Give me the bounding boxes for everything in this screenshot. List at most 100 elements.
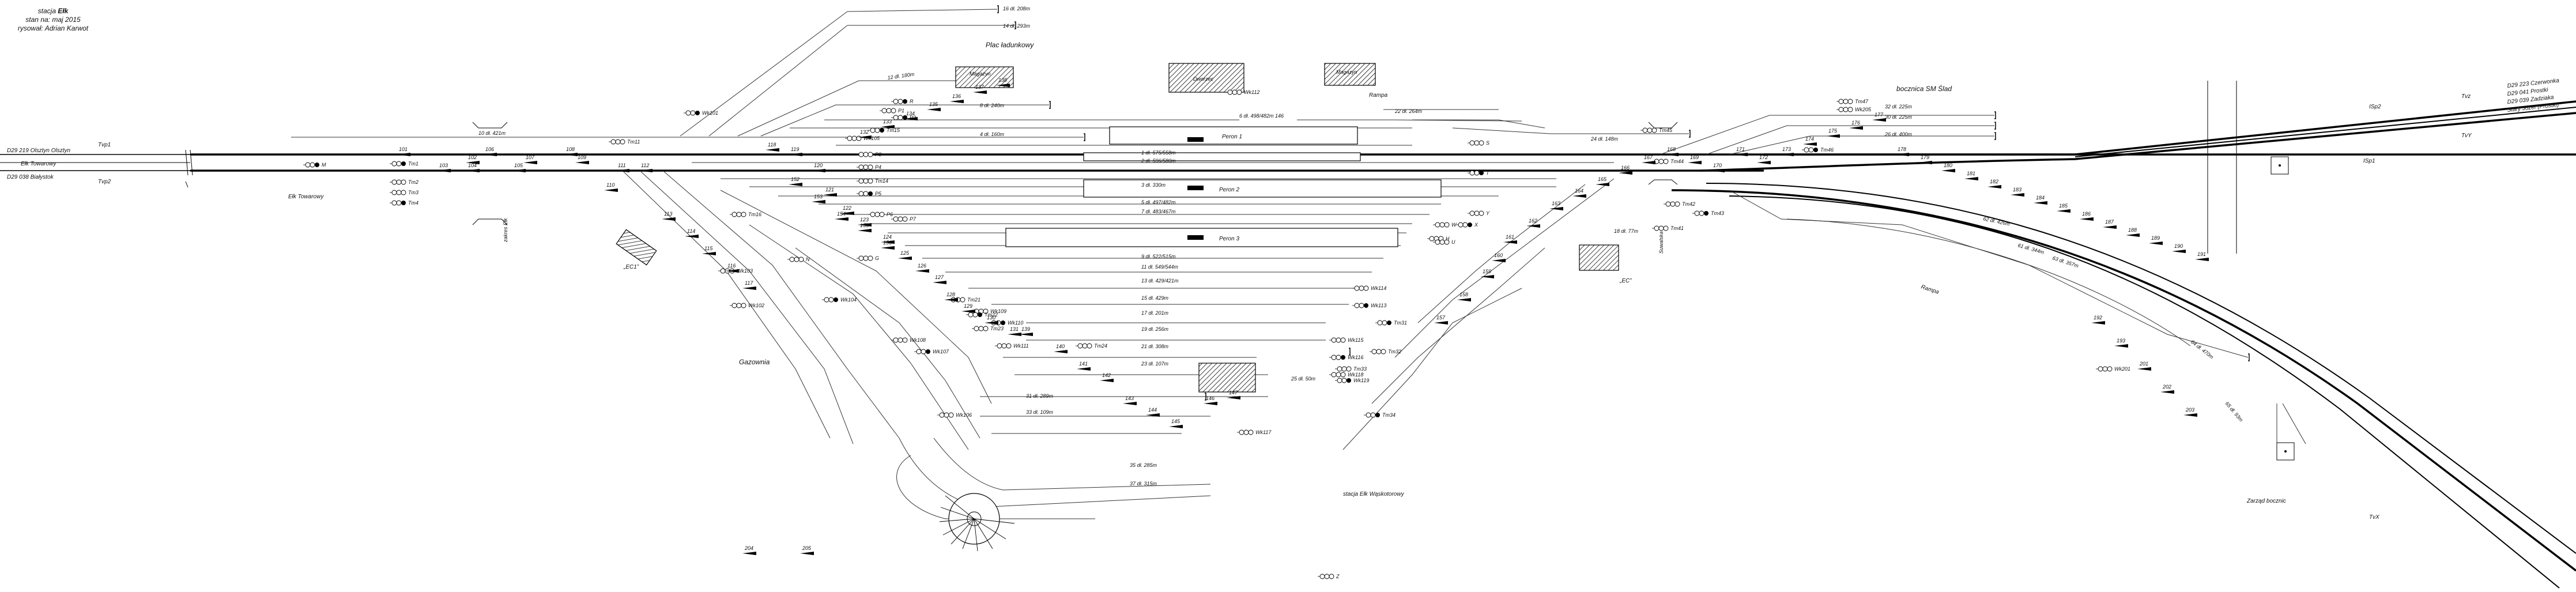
- switch-label: 106: [485, 146, 494, 152]
- platform-edge-1: [1083, 152, 1361, 161]
- signal: Wk105: [845, 135, 880, 141]
- switch-label: 147: [1229, 390, 1238, 395]
- switch-marker: 135: [927, 101, 941, 111]
- signal: Tm46: [1802, 147, 1834, 153]
- label-line-38: D29 038 Białystok: [7, 174, 54, 180]
- switch-label: 135: [929, 101, 938, 107]
- signal: G: [857, 255, 879, 261]
- switch-label: 109: [578, 154, 586, 160]
- switch-marker: 144: [1146, 407, 1160, 417]
- signal: Tm1: [390, 161, 418, 167]
- switch-marker: 121: [823, 187, 837, 197]
- signal: Tm45: [1640, 127, 1673, 133]
- turntable: [939, 493, 1015, 552]
- signal-label: W: [1451, 222, 1457, 228]
- switch-marker: 188: [2126, 227, 2140, 237]
- switch-label: 153: [814, 194, 823, 199]
- switch-marker: 147: [1227, 390, 1240, 399]
- station-tracks: [291, 9, 2306, 519]
- switch-label: 193: [2117, 338, 2125, 344]
- switch-label: 185: [2059, 203, 2068, 209]
- switch-label: 180: [1944, 163, 1952, 168]
- switch-label: 132: [860, 129, 869, 135]
- switch-marker: 176: [1849, 120, 1863, 130]
- switch-label: 177: [1875, 112, 1884, 118]
- switch-marker: 108: [564, 146, 578, 156]
- track-length-label: 22 dł. 264m: [1394, 108, 1423, 114]
- signal-label: Wk205: [1855, 107, 1872, 112]
- signal-label: Wk104: [840, 297, 857, 303]
- dworzec-building: [1168, 63, 1244, 93]
- track-length-label: 2 dł. 596/580m: [1141, 158, 1176, 164]
- switch-marker: 171: [1734, 146, 1748, 156]
- track-length-label: 31 dł. 289m: [1026, 393, 1054, 399]
- signal: Wk102: [730, 303, 764, 308]
- label-stacja-wask: stacja Ełk Wąskotorowy: [1343, 491, 1405, 497]
- switch-label: 179: [1921, 154, 1929, 160]
- switch-label: 111: [618, 163, 626, 168]
- label-line-223: D29 223 Czerwonka: [2507, 78, 2560, 89]
- switch-label: 116: [727, 263, 736, 269]
- signal-label: Tm21: [967, 297, 980, 303]
- switch-marker: 103: [437, 163, 451, 172]
- station-author: rysował: Adrian Karwot: [17, 24, 89, 32]
- switch-label: 102: [468, 154, 477, 160]
- switch-marker: 163: [1549, 201, 1563, 210]
- signal-label: M: [322, 162, 326, 168]
- signal: Y: [1468, 210, 1490, 216]
- switch-marker: 154: [835, 211, 848, 221]
- signal: Wk114: [1352, 285, 1386, 291]
- switch-marker: 162: [1526, 218, 1540, 228]
- underpass-1: [1187, 137, 1204, 142]
- signal: N: [787, 257, 810, 262]
- signal: P2: [891, 115, 916, 120]
- signal: M: [303, 162, 326, 168]
- switch-label: 114: [687, 228, 695, 234]
- switch-marker: 178: [1895, 146, 1909, 156]
- switch-label: 126: [918, 263, 926, 269]
- switch-label: 131: [1010, 326, 1019, 332]
- signal-label: Tm41: [1670, 225, 1684, 231]
- signal-label: P2: [910, 115, 916, 120]
- label-suwalska: Suwalska: [1658, 231, 1664, 254]
- switch-marker: 134: [904, 111, 918, 120]
- switch-marker: 205: [800, 545, 814, 555]
- peron-2: [1083, 179, 1442, 198]
- signal-label: N: [806, 257, 810, 262]
- switch-marker: 185: [2057, 203, 2070, 213]
- switch-marker: 159: [1480, 269, 1494, 278]
- switch-marker: 140: [1054, 344, 1068, 353]
- signal: W: [1433, 222, 1457, 228]
- signal-label: Wk110: [1008, 320, 1023, 326]
- platforms: [1005, 126, 1442, 247]
- switch-label: 160: [1494, 252, 1503, 258]
- track-length-label: 11 dł. 549/544m: [1141, 264, 1178, 270]
- switch-label: 189: [2151, 235, 2160, 241]
- switch-marker: 105: [512, 163, 526, 172]
- switch-marker: 122: [840, 205, 854, 215]
- switch-label: 174: [1805, 136, 1814, 142]
- switch-label: 186: [2082, 211, 2091, 217]
- label-line-towarowa: Ełk Towarowy: [21, 161, 56, 167]
- signal: Tm2: [390, 179, 418, 185]
- label-tvz: Tvz: [2461, 93, 2471, 100]
- signal-label: P5: [875, 191, 882, 197]
- signal: X: [1456, 222, 1479, 228]
- track-length-label: 64 dł. 470m: [2190, 339, 2215, 360]
- signal-label: Wk114: [1371, 285, 1386, 291]
- signal-label: Wk101: [702, 110, 718, 116]
- switch-marker: 111: [616, 163, 629, 172]
- signal-label: P1: [898, 108, 904, 114]
- label-dworzec: Dworzec: [1193, 76, 1214, 82]
- switch-label: 201: [2139, 361, 2148, 367]
- track-length-label: 24 dł. 148m: [1590, 136, 1619, 142]
- switch-label: 112: [641, 163, 649, 168]
- switch-label: 125: [900, 250, 910, 256]
- signal: Wk104: [822, 297, 857, 303]
- switch-label: 181: [1967, 171, 1975, 176]
- label-rampa-1: Rampa: [1369, 92, 1388, 99]
- signal-label: Tm11: [627, 139, 640, 145]
- switch-marker: 120: [812, 163, 825, 172]
- switch-label: 115: [704, 246, 713, 251]
